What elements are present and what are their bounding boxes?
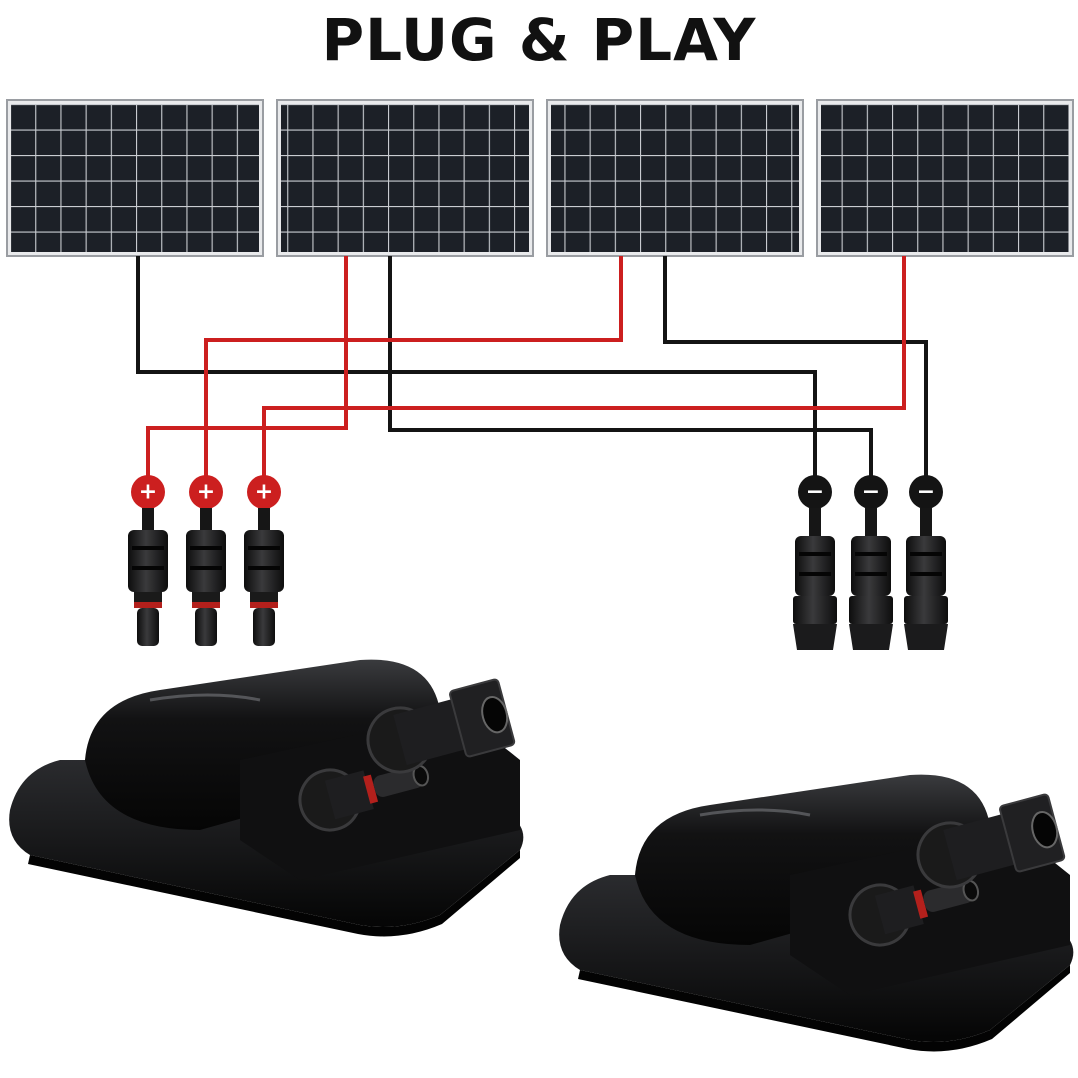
cable-entry-mount [559,774,1074,1052]
solar-panel-1 [6,99,264,257]
negative-wire-2 [388,256,873,490]
svg-text:−: − [917,480,935,505]
positive-wire-3 [262,256,906,490]
cable-entry-mount [9,659,524,937]
svg-text:−: − [806,480,824,505]
solar-panel-2 [276,99,534,257]
page-title: PLUG & PLAY [321,6,757,74]
negative-badge: − [854,475,888,509]
positive-badge: + [189,475,223,509]
female-connector-negative [849,508,893,650]
negative-wire-3 [663,256,928,490]
svg-text:+: + [197,480,215,505]
solar-panel-4 [816,99,1074,257]
positive-wire-2 [204,256,623,490]
male-connector-positive [186,508,226,646]
female-connector-negative [793,508,837,650]
positive-badge: + [131,475,165,509]
negative-badge: − [909,475,943,509]
female-connector-negative [904,508,948,650]
male-connector-positive [128,508,168,646]
svg-text:+: + [139,480,157,505]
positive-badge: + [247,475,281,509]
svg-text:+: + [255,480,273,505]
negative-badge: − [798,475,832,509]
male-connector-positive [244,508,284,646]
solar-panel-3 [546,99,804,257]
svg-text:−: − [862,480,880,505]
negative-wire-1 [136,256,817,490]
